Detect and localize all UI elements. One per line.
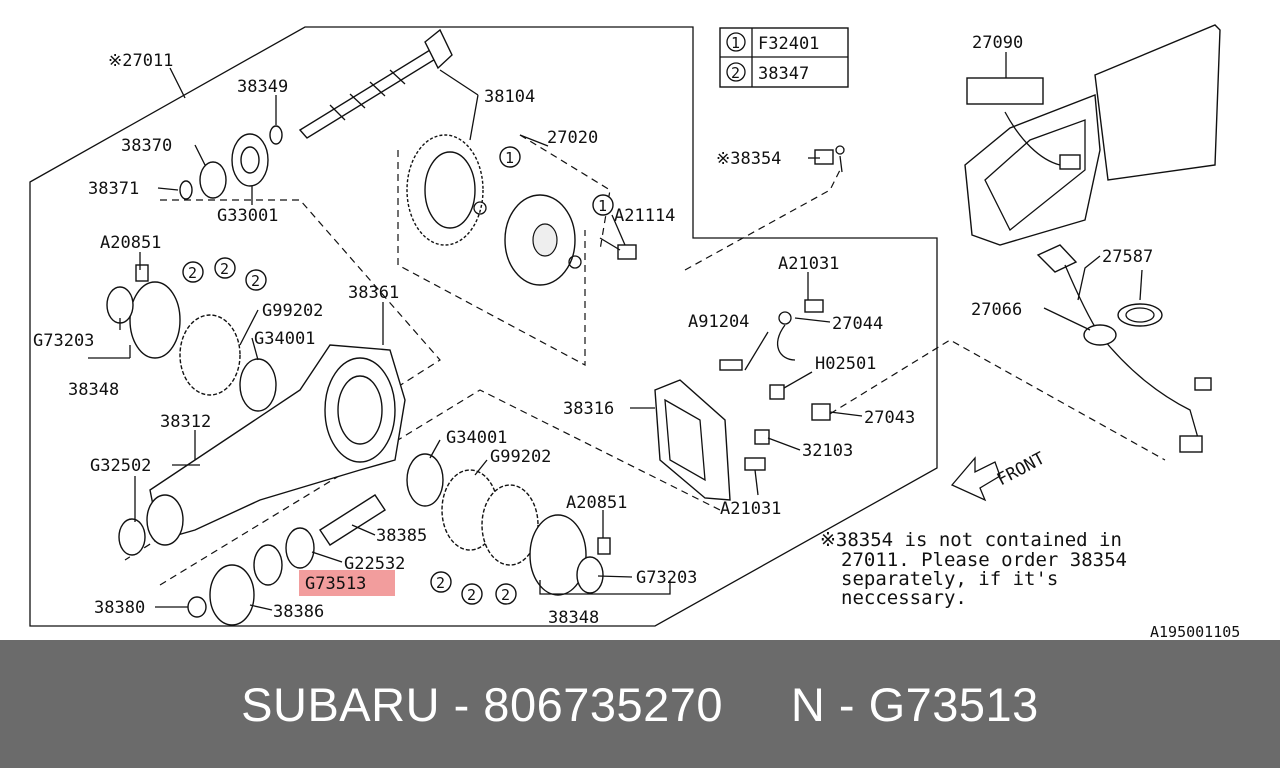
callout-1a: 1 — [505, 149, 514, 167]
part-number-banner: SUBARU - 806735270 N - G73513 — [0, 640, 1280, 768]
label-front: FRONT — [994, 448, 1049, 490]
label-a21114: A21114 — [614, 206, 675, 226]
label-38380: 38380 — [94, 598, 145, 618]
label-g34001-bottom: G34001 — [446, 428, 507, 448]
label-27090: 27090 — [972, 33, 1023, 53]
leader-lines — [88, 67, 1143, 611]
oil-seal-g73513 — [253, 544, 283, 586]
callout-2a: 2 — [188, 264, 197, 282]
part-labels: ※27011 38349 38104 38370 27020 38371 G33… — [33, 33, 1153, 628]
label-g99202-top: G99202 — [262, 301, 323, 321]
callout-2d: 2 — [436, 574, 445, 592]
label-38104: 38104 — [484, 87, 535, 107]
callout-2c: 2 — [251, 272, 260, 290]
parts-diagram: 1 F32401 2 38347 — [29, 24, 1241, 640]
dashed-group-cover — [684, 169, 841, 271]
label-a21031-top: A21031 — [778, 254, 839, 274]
label-38348-left: 38348 — [68, 380, 119, 400]
differential-case — [473, 194, 582, 286]
legend-symbol-1: 1 — [731, 34, 740, 52]
footnote: ※38354 is not contained in 27011. Please… — [820, 529, 1127, 609]
wiring-harness — [1036, 244, 1212, 453]
label-g73203-right: G73203 — [636, 568, 697, 588]
label-38370: 38370 — [121, 136, 172, 156]
carrier-housing — [118, 344, 406, 556]
label-a21031-bottom: A21031 — [720, 499, 781, 519]
label-g99202-bottom: G99202 — [490, 447, 551, 467]
label-a91204: A91204 — [688, 312, 749, 332]
callout-1b: 1 — [598, 197, 607, 215]
label-38361: 38361 — [348, 283, 399, 303]
note-line-4: neccessary. — [841, 587, 967, 609]
drawing-code: A195001105 — [1150, 623, 1240, 640]
label-32103: 32103 — [802, 441, 853, 461]
dashed-group-left — [124, 199, 441, 561]
label-38316: 38316 — [563, 399, 614, 419]
assembly-outline — [29, 26, 938, 627]
bearing-g22532 — [285, 527, 315, 569]
rear-cover — [654, 299, 831, 501]
label-a20851-bottom: A20851 — [566, 493, 627, 513]
label-27020: 27020 — [547, 128, 598, 148]
bolt-a21114 — [599, 237, 637, 260]
callout-2e: 2 — [467, 586, 476, 604]
part-38354 — [814, 145, 845, 173]
washer-38371 — [179, 180, 193, 200]
legend-table: 1 F32401 2 38347 — [719, 27, 849, 88]
ring-gear — [406, 134, 484, 246]
parts-diagram-svg: 1 F32401 2 38347 — [29, 24, 1240, 640]
legend-part-1: F32401 — [758, 34, 819, 54]
companion-flange-38386 — [209, 564, 255, 626]
dashed-group-bottom — [159, 389, 721, 586]
label-h02501: H02501 — [815, 354, 876, 374]
label-a20851-top: A20851 — [100, 233, 161, 253]
side-retainer-left — [106, 264, 277, 412]
label-g32502: G32502 — [90, 456, 151, 476]
spacer-38385 — [319, 494, 386, 546]
label-27011: ※27011 — [108, 51, 173, 71]
front-arrow-icon — [950, 456, 1001, 502]
callout-circles: 1 1 2 2 2 2 2 2 — [182, 146, 614, 605]
label-38385: 38385 — [376, 526, 427, 546]
bearing-g33001 — [231, 133, 269, 187]
side-retainer-right — [406, 453, 611, 596]
dashed-group-diff — [519, 134, 611, 251]
vehicle-trim — [964, 24, 1221, 246]
pinion-shaft — [298, 28, 453, 139]
label-38312: 38312 — [160, 412, 211, 432]
label-38386: 38386 — [273, 602, 324, 622]
collar-38370 — [199, 161, 227, 199]
label-g22532: G22532 — [344, 554, 405, 574]
label-g73203-left: G73203 — [33, 331, 94, 351]
dashed-group-harness — [819, 339, 1166, 461]
note-line-3: separately, if it's — [841, 568, 1058, 590]
label-27066: 27066 — [971, 300, 1022, 320]
label-27587: 27587 — [1102, 247, 1153, 267]
callout-2b: 2 — [220, 260, 229, 278]
label-38348-right: 38348 — [548, 608, 599, 628]
label-27043: 27043 — [864, 408, 915, 428]
label-38349: 38349 — [237, 77, 288, 97]
label-38371: 38371 — [88, 179, 139, 199]
legend-symbol-2: 2 — [731, 64, 740, 82]
label-g73513: G73513 — [305, 574, 366, 594]
label-g34001-top: G34001 — [254, 329, 315, 349]
label-box-27090 — [966, 77, 1044, 105]
legend-part-2: 38347 — [758, 64, 809, 84]
label-27044: 27044 — [832, 314, 883, 334]
label-38354: ※38354 — [716, 149, 781, 169]
part-number-text: SUBARU - 806735270 N - G73513 — [241, 677, 1039, 731]
washer-38349 — [269, 125, 283, 145]
label-g33001: G33001 — [217, 206, 278, 226]
dashed-group-gear — [397, 150, 586, 367]
callout-2f: 2 — [501, 586, 510, 604]
note-line-1: ※38354 is not contained in — [820, 529, 1122, 551]
note-line-2: 27011. Please order 38354 — [841, 549, 1127, 571]
nut-38380 — [187, 596, 207, 618]
highlight-g73513 — [299, 570, 395, 596]
